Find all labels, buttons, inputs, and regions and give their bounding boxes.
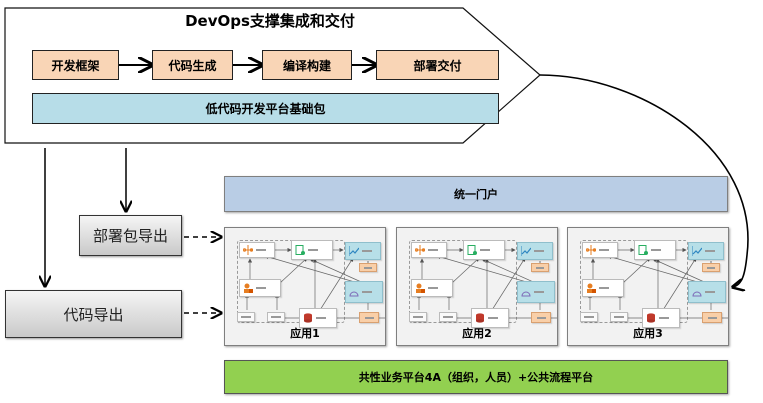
data-sub-node <box>531 312 551 323</box>
form-icon <box>295 245 305 255</box>
step-deploy-delivery: 部署交付 <box>376 50 499 80</box>
app-box-3: 应用3 <box>567 227 729 346</box>
user-lock-icon <box>416 283 425 293</box>
node-label <box>362 291 372 293</box>
node-label <box>362 250 372 252</box>
unified-portal: 统一门户 <box>224 176 728 212</box>
node-label <box>413 316 423 318</box>
database-icon <box>647 313 655 323</box>
node-label <box>705 250 715 252</box>
data-node <box>471 308 509 328</box>
report-node <box>345 242 381 260</box>
rule-node <box>688 281 726 303</box>
node-label <box>705 291 715 293</box>
node-label <box>488 317 498 319</box>
user-lock-icon <box>587 283 596 293</box>
report-sub-node <box>702 263 720 272</box>
node-label <box>428 287 438 289</box>
sub-node-2 <box>610 312 628 322</box>
permission-node <box>239 279 281 297</box>
report-sub-node <box>531 263 549 272</box>
database-icon <box>476 313 484 323</box>
sub-node-1 <box>580 312 598 322</box>
sub-node-1 <box>237 312 255 322</box>
node-label <box>480 249 490 251</box>
app-label: 应用1 <box>290 327 320 340</box>
code-export: 代码导出 <box>5 290 182 338</box>
node-label <box>707 266 715 269</box>
rule-node <box>345 281 383 303</box>
node-label <box>584 316 594 318</box>
rule-dome-icon <box>349 291 359 297</box>
process-node <box>239 242 275 258</box>
node-label <box>316 317 326 319</box>
data-node <box>642 308 680 328</box>
sub-node-2 <box>439 312 457 322</box>
step-dev-framework: 开发框架 <box>32 50 119 80</box>
common-business-platform: 共性业务平台4A（组织，人员）+公共流程平台 <box>224 360 728 394</box>
data-node <box>299 308 337 328</box>
node-label <box>364 266 372 269</box>
node-label <box>443 316 453 318</box>
node-label <box>534 291 544 293</box>
form-icon <box>638 245 648 255</box>
app-label: 应用2 <box>462 327 492 340</box>
node-label <box>241 316 251 318</box>
node-label <box>707 316 717 319</box>
report-sub-node <box>359 263 377 272</box>
user-lock-icon <box>244 283 253 293</box>
devops-title: DevOps支撑集成和交付 <box>185 12 355 30</box>
data-sub-node <box>702 312 722 323</box>
rule-dome-icon <box>521 291 531 297</box>
deploy-package-export: 部署包导出 <box>79 215 182 256</box>
report-node <box>688 242 724 260</box>
sub-node-2 <box>267 312 285 322</box>
node-label <box>271 316 281 318</box>
permission-node <box>582 279 624 297</box>
rule-node <box>517 281 555 303</box>
rule-dome-icon <box>692 291 702 297</box>
report-node <box>517 242 553 260</box>
node-label <box>659 317 669 319</box>
node-label <box>308 249 318 251</box>
step-build: 编译构建 <box>262 50 352 80</box>
report-chart-icon <box>349 246 359 256</box>
process-flow-icon <box>586 245 596 255</box>
app-box-2: 应用2 <box>396 227 558 346</box>
node-label <box>428 249 438 251</box>
report-chart-icon <box>692 246 702 256</box>
node-label <box>534 250 544 252</box>
node-label <box>364 316 374 319</box>
process-node <box>411 242 447 258</box>
sub-node-1 <box>409 312 427 322</box>
node-label <box>536 266 544 269</box>
database-icon <box>304 313 312 323</box>
node-label <box>256 287 266 289</box>
data-sub-node <box>359 312 379 323</box>
lowcode-base-package: 低代码开发平台基础包 <box>32 93 499 124</box>
node-label <box>256 249 266 251</box>
node-label <box>614 316 624 318</box>
form-node <box>463 240 505 260</box>
process-flow-icon <box>415 245 425 255</box>
node-label <box>599 287 609 289</box>
form-node <box>634 240 676 260</box>
process-flow-icon <box>243 245 253 255</box>
node-label <box>536 316 546 319</box>
app-box-1: 应用1 <box>224 227 386 346</box>
form-icon <box>467 245 477 255</box>
permission-node <box>411 279 453 297</box>
process-node <box>582 242 618 258</box>
step-code-generation: 代码生成 <box>152 50 233 80</box>
node-label <box>651 249 661 251</box>
app-label: 应用3 <box>633 327 663 340</box>
form-node <box>291 240 333 260</box>
report-chart-icon <box>521 246 531 256</box>
node-label <box>599 249 609 251</box>
